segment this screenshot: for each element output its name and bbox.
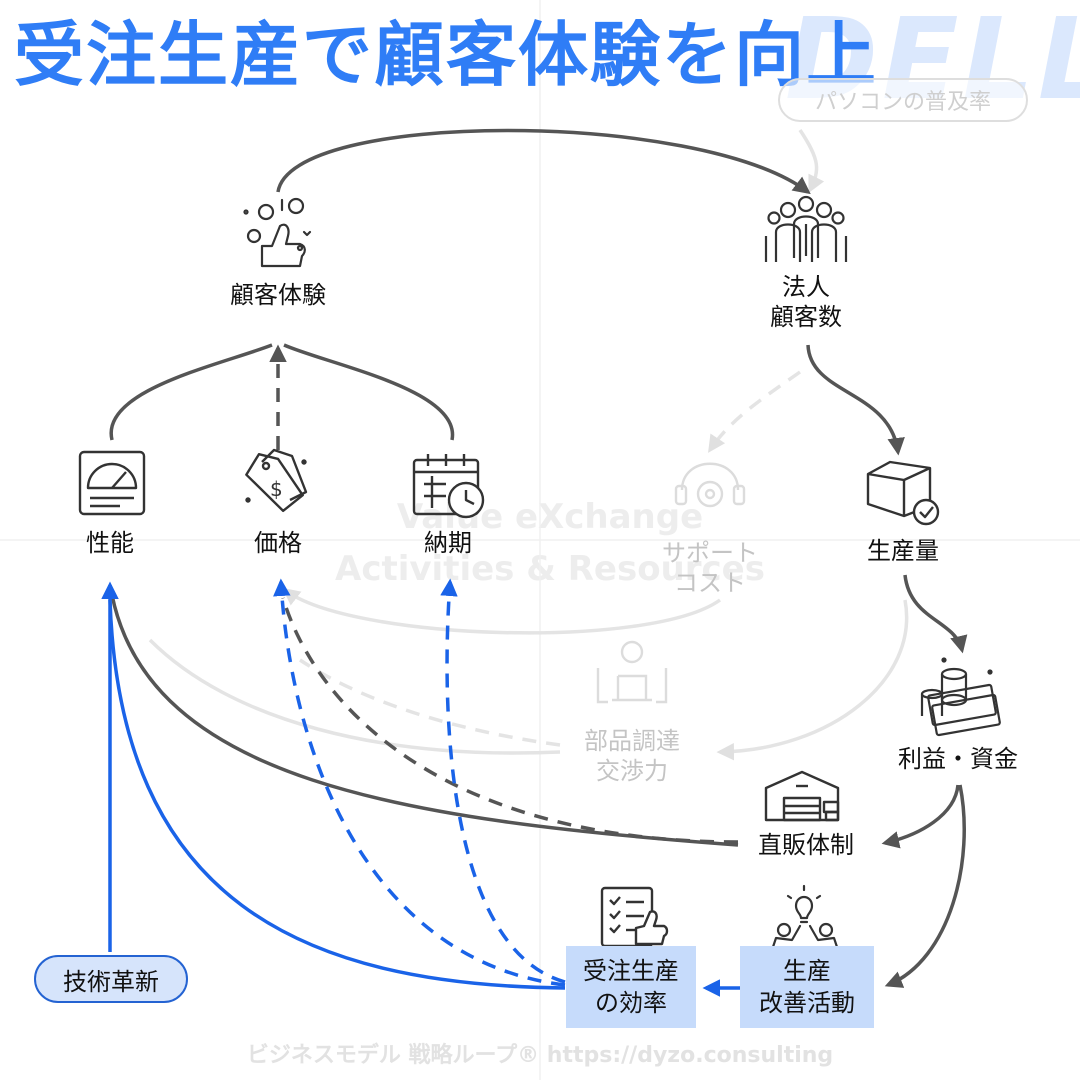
warehouse-icon [764,770,840,822]
price-tag-icon: $ [245,448,308,513]
watermark-line-2: Activities & Resources [335,549,765,589]
checklist-thumbs-up-icon [600,886,669,948]
link-experience-to-customers [276,128,811,195]
link-customers-to-volume [806,344,905,456]
node-tech-innovation: 技術革新 [34,955,188,1003]
package-box-check-icon [866,460,940,526]
link-parts-to-price [299,658,561,747]
link-direct-sales-to-price [281,597,739,844]
adoption-rate-badge: パソコンの普及率 [778,78,1028,122]
node-support-cost: サポート コスト [662,539,758,597]
money-coins-stack-icon [920,657,1001,737]
node-bto-efficiency: 受注生産 の効率 [566,946,696,1028]
node-production-volume: 生産量 [867,537,939,565]
node-delivery: 納期 [424,529,472,557]
node-performance: 性能 [86,529,134,557]
link-bto-to-delivery [440,578,566,984]
link-direct-sales-to-performance [110,594,739,847]
node-bto-efficiency-label: 受注生産 の効率 [583,956,679,1017]
link-customers-to-support [708,370,802,453]
link-volume-to-profit [903,574,968,654]
footer-credit: ビジネスモデル 戦略ループ® https://dyzo.consulting [246,1043,834,1068]
node-parts-negotiation: 部品調達 交渉力 [584,727,680,785]
node-customer-experience: 顧客体験 [230,281,326,309]
business-people-group-icon [764,195,848,262]
node-price: 価格 [254,529,302,557]
node-direct-sales: 直販体制 [758,831,854,859]
link-profit-to-direct-sales [881,784,960,849]
thumbs-up-emotions-icon [243,197,312,268]
link-parts-to-performance [148,638,561,755]
link-performance-to-experience [109,343,273,441]
svg-text:$: $ [270,477,283,501]
link-volume-to-parts [716,599,909,761]
link-support-to-price [282,587,722,635]
headset-support-icon [674,462,746,508]
page-title: 受注生産で顧客体験を向上 [14,14,878,96]
teamwork-lightbulb-icon [770,884,840,952]
link-profit-to-improvement [884,784,966,988]
calendar-clock-icon [412,454,485,519]
link-delivery-to-experience [283,343,455,441]
node-production-improvement-label: 生産 改善活動 [759,956,855,1017]
link-bto-to-performance [108,599,566,990]
link-adoption-to-customers [798,129,825,194]
node-profit-funds: 利益・資金 [898,745,1018,773]
link-bto-to-price [273,578,566,987]
meeting-negotiation-icon [596,640,668,704]
node-production-improvement: 生産 改善活動 [740,946,874,1028]
gauge-meter-icon [78,450,146,516]
node-corporate-customers: 法人 顧客数 [770,273,842,331]
